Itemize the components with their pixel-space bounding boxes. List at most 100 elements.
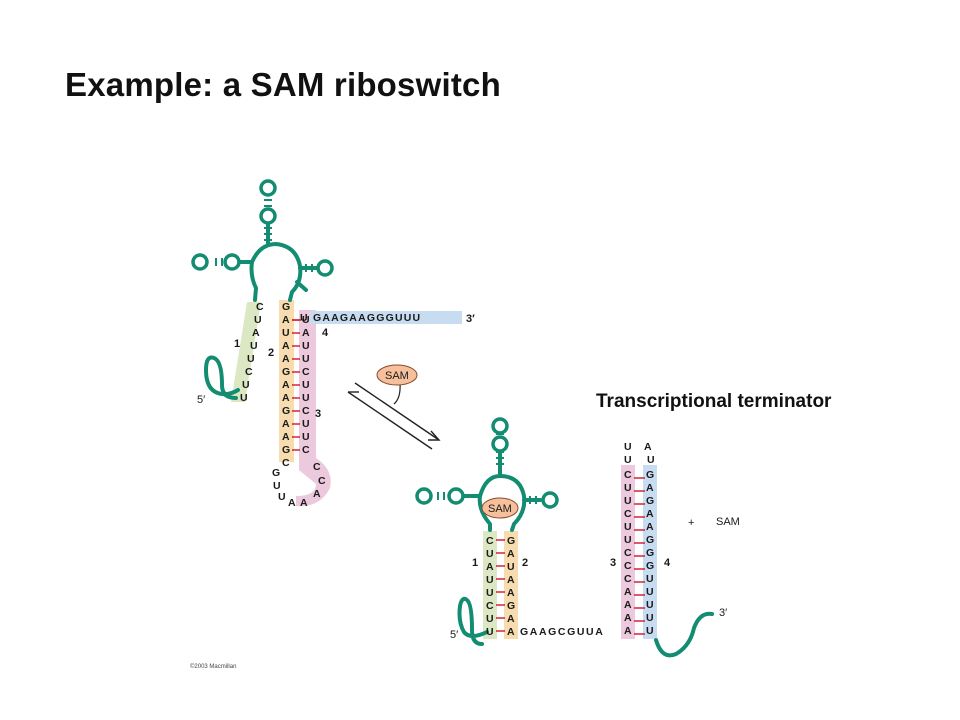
base: U (624, 495, 632, 507)
base: A (282, 392, 290, 404)
base: A (282, 379, 290, 391)
base: C (624, 560, 632, 572)
base: C (624, 469, 632, 481)
bottom-hairpin-loop-b (491, 435, 509, 453)
base: A (644, 441, 652, 453)
top-helix1-label: 1 (234, 338, 240, 350)
base: U (624, 441, 632, 453)
base: U (486, 548, 494, 560)
bottom-three-prime: 3′ (719, 607, 727, 619)
base: U (624, 534, 632, 546)
top-helix2-label: 2 (268, 347, 274, 359)
base: C (313, 461, 321, 473)
bottom-hairpin-loop-c (415, 487, 433, 505)
top-five-prime: 5′ (197, 394, 205, 406)
base: G (282, 366, 290, 378)
base: C (256, 301, 264, 313)
base: U (242, 379, 250, 391)
base: U (646, 586, 654, 598)
base: A (282, 353, 290, 365)
bottom-helix12-pairs (496, 539, 505, 632)
base: G (272, 467, 280, 479)
base: G (282, 301, 290, 313)
top-helix1-bases: C U A U U C U U (240, 301, 264, 404)
sam-ligand-badge: SAM (376, 364, 418, 386)
bottom-helix2-bases: G A U A A G A A (507, 535, 515, 638)
base: U (302, 431, 310, 443)
base: U (486, 574, 494, 586)
bottom-terminator-loop-bases: U U A U (624, 441, 655, 466)
base: U (302, 392, 310, 404)
bottom-helix2-label: 2 (522, 557, 528, 569)
base: C (486, 600, 494, 612)
bound-sam-label: SAM (488, 503, 512, 515)
top-helix2-bases: G A U A A G A A G A A G C G U U (272, 301, 290, 503)
base: A (646, 508, 654, 520)
base: C (302, 366, 310, 378)
helix2-band (504, 531, 518, 639)
top-structure: C U A U U C U U G A U A A G A A G A A G … (191, 179, 475, 509)
base: A (507, 548, 515, 560)
base: C (624, 547, 632, 559)
bottom-five-prime-tail (457, 596, 489, 646)
base: G (646, 547, 654, 559)
base: A (252, 327, 260, 339)
base: U (486, 613, 494, 625)
base: U (302, 314, 310, 326)
base: U (624, 454, 632, 466)
base: A (507, 613, 515, 625)
base: A (624, 599, 632, 611)
base: U (302, 340, 310, 352)
bottom-helix4-label: 4 (664, 557, 671, 569)
base: U (646, 573, 654, 585)
sam-label: SAM (385, 370, 409, 382)
base: A (288, 497, 296, 509)
base: A (624, 586, 632, 598)
base: A (282, 340, 290, 352)
base: A (302, 327, 310, 339)
equilibrium-arrows (347, 382, 441, 450)
base: U (624, 521, 632, 533)
base: C (318, 475, 326, 487)
base: G (282, 444, 290, 456)
base: A (507, 587, 515, 599)
base: U (646, 625, 654, 637)
base: G (646, 560, 654, 572)
base: U (624, 482, 632, 494)
base: U (302, 379, 310, 391)
bottom-helix3-bases: C U U C U U C C C A A (624, 469, 632, 611)
bottom-helix34-pairs (634, 477, 645, 635)
slide-title: Example: a SAM riboswitch (65, 66, 501, 103)
bottom-hairpin-loop-e (541, 491, 559, 509)
base: A (300, 497, 308, 509)
base: U (486, 587, 494, 599)
top-three-prime: 3′ (466, 313, 475, 325)
base: A (313, 488, 321, 500)
top-junction-loop (249, 242, 303, 302)
helix3-band (621, 465, 635, 639)
base: U (647, 454, 655, 466)
top-stem-right2 (295, 280, 308, 292)
helix2-band (279, 300, 294, 462)
plus-sign: + (688, 517, 694, 529)
top-helix3-label: 3 (315, 408, 321, 420)
base: C (624, 508, 632, 520)
base: A (646, 521, 654, 533)
top-helix23-pairs (292, 319, 300, 451)
base: U (486, 626, 494, 638)
top-hairpin-loop-c (191, 253, 209, 271)
bottom-linker-sequence: GAAGCGUUA (520, 626, 604, 638)
base: U (282, 327, 290, 339)
base: A (282, 314, 290, 326)
base: U (646, 599, 654, 611)
base: U (302, 418, 310, 430)
base: C (245, 366, 253, 378)
base: C (486, 535, 494, 547)
base: U (250, 340, 258, 352)
bottom-hairpin-loop-d (447, 487, 465, 505)
top-hairpin-loop-e (316, 259, 334, 277)
top-five-prime-tail (204, 355, 240, 400)
top-helix4-sequence: GAAGAAGGGUUU (313, 312, 421, 324)
base: U (240, 392, 248, 404)
